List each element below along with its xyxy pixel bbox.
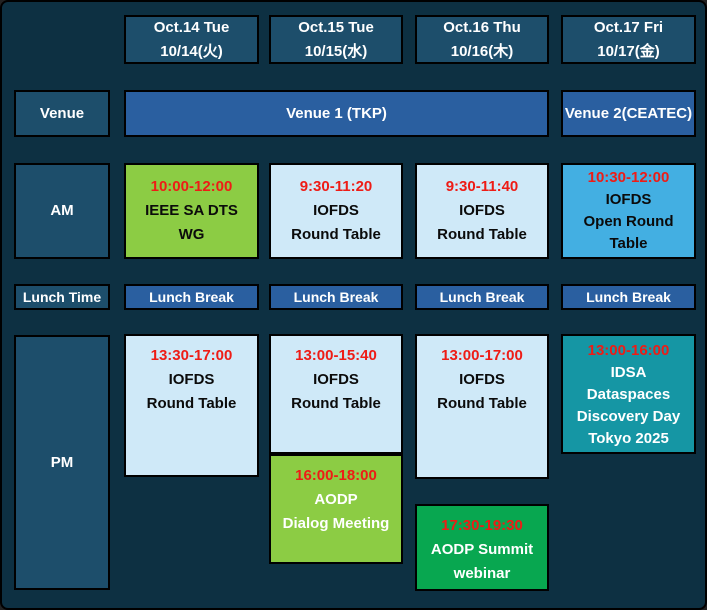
session-title-line: IOFDS bbox=[605, 191, 652, 208]
session-title-line: Discovery Day bbox=[576, 408, 681, 425]
session-title-line: Round Table bbox=[146, 395, 237, 412]
session-time: 13:00-17:00 bbox=[441, 347, 523, 364]
session-oct16-am: 9:30-11:40 IOFDS Round Table bbox=[415, 163, 549, 259]
row-label-lunch-time: Lunch Time bbox=[14, 284, 110, 310]
day-header-date-jp: 10/17(金) bbox=[597, 42, 660, 60]
day-header-oct17: Oct.17 Fri 10/17(金) bbox=[561, 15, 696, 64]
session-title-line: Tokyo 2025 bbox=[588, 430, 669, 447]
session-title-line: Round Table bbox=[291, 395, 381, 412]
day-header-oct15: Oct.15 Tue 10/15(水) bbox=[269, 15, 403, 64]
row-label-pm: PM bbox=[14, 335, 110, 590]
row-label-venue: Venue bbox=[14, 90, 110, 137]
session-oct14-pm: 13:30-17:00 IOFDS Round Table bbox=[124, 334, 259, 477]
session-oct17-pm-idsa: 13:00-16:00 IDSA Dataspaces Discovery Da… bbox=[561, 334, 696, 454]
session-title-line: Round Table bbox=[291, 226, 381, 243]
session-title-line: IOFDS bbox=[459, 202, 505, 219]
day-header-date-jp: 10/15(水) bbox=[304, 42, 368, 60]
session-oct17-am: 10:30-12:00 IOFDS Open Round Table bbox=[561, 163, 696, 259]
session-title-line: AODP Summit bbox=[430, 541, 534, 558]
lunch-break-oct14: Lunch Break bbox=[124, 284, 259, 310]
day-header-date-jp: 10/14(火) bbox=[160, 42, 223, 60]
session-oct15-pm-aodp-dialog: 16:00-18:00 AODP Dialog Meeting bbox=[269, 454, 403, 564]
lunch-break-oct17: Lunch Break bbox=[561, 284, 696, 310]
session-time: 13:00-16:00 bbox=[587, 342, 670, 359]
session-title-line: IEEE SA DTS bbox=[145, 202, 238, 219]
venue2-cell: Venue 2(CEATEC) bbox=[561, 90, 696, 137]
session-title-line: webinar bbox=[453, 565, 511, 582]
session-title-line: Round Table bbox=[437, 226, 527, 243]
session-oct14-am: 10:00-12:00 IEEE SA DTS WG bbox=[124, 163, 259, 259]
day-header-date: Oct.17 Fri bbox=[593, 18, 664, 36]
session-oct16-pm-roundtable: 13:00-17:00 IOFDS Round Table bbox=[415, 334, 549, 479]
lunch-break-oct16: Lunch Break bbox=[415, 284, 549, 310]
session-time: 16:00-18:00 bbox=[295, 467, 377, 484]
session-title-line: IOFDS bbox=[459, 371, 505, 388]
session-title-line: AODP bbox=[314, 491, 358, 508]
day-header-oct14: Oct.14 Tue 10/14(火) bbox=[124, 15, 259, 64]
lunch-break-oct15: Lunch Break bbox=[269, 284, 403, 310]
day-header-oct16: Oct.16 Thu 10/16(木) bbox=[415, 15, 549, 64]
session-time: 13:30-17:00 bbox=[150, 347, 233, 364]
session-title-line: IOFDS bbox=[168, 371, 215, 388]
session-title-line: IOFDS bbox=[313, 371, 359, 388]
day-header-date: Oct.16 Thu bbox=[443, 18, 521, 36]
session-title-line: Round Table bbox=[437, 395, 527, 412]
day-header-date: Oct.14 Tue bbox=[153, 18, 230, 36]
session-oct15-am: 9:30-11:20 IOFDS Round Table bbox=[269, 163, 403, 259]
day-header-date: Oct.15 Tue bbox=[298, 18, 374, 36]
session-title-line: WG bbox=[178, 226, 205, 243]
session-time: 13:00-15:40 bbox=[295, 347, 377, 364]
session-oct15-pm-roundtable: 13:00-15:40 IOFDS Round Table bbox=[269, 334, 403, 454]
row-label-am: AM bbox=[14, 163, 110, 259]
session-oct16-pm-aodp-summit: 17:30-19:30 AODP Summit webinar bbox=[415, 504, 549, 591]
session-title-line: Open Round bbox=[583, 213, 674, 230]
session-title-line: IOFDS bbox=[313, 202, 359, 219]
session-time: 10:00-12:00 bbox=[150, 178, 233, 195]
session-title-line: Dataspaces bbox=[586, 386, 671, 403]
session-time: 17:30-19:30 bbox=[441, 517, 523, 534]
session-title-line: IDSA bbox=[610, 364, 647, 381]
session-time: 9:30-11:40 bbox=[445, 178, 519, 195]
session-time: 9:30-11:20 bbox=[299, 178, 373, 195]
session-time: 10:30-12:00 bbox=[587, 169, 670, 186]
session-title-line: Dialog Meeting bbox=[282, 515, 390, 532]
venue1-cell: Venue 1 (TKP) bbox=[124, 90, 549, 137]
session-title-line: Table bbox=[609, 235, 648, 252]
day-header-date-jp: 10/16(木) bbox=[450, 42, 514, 60]
